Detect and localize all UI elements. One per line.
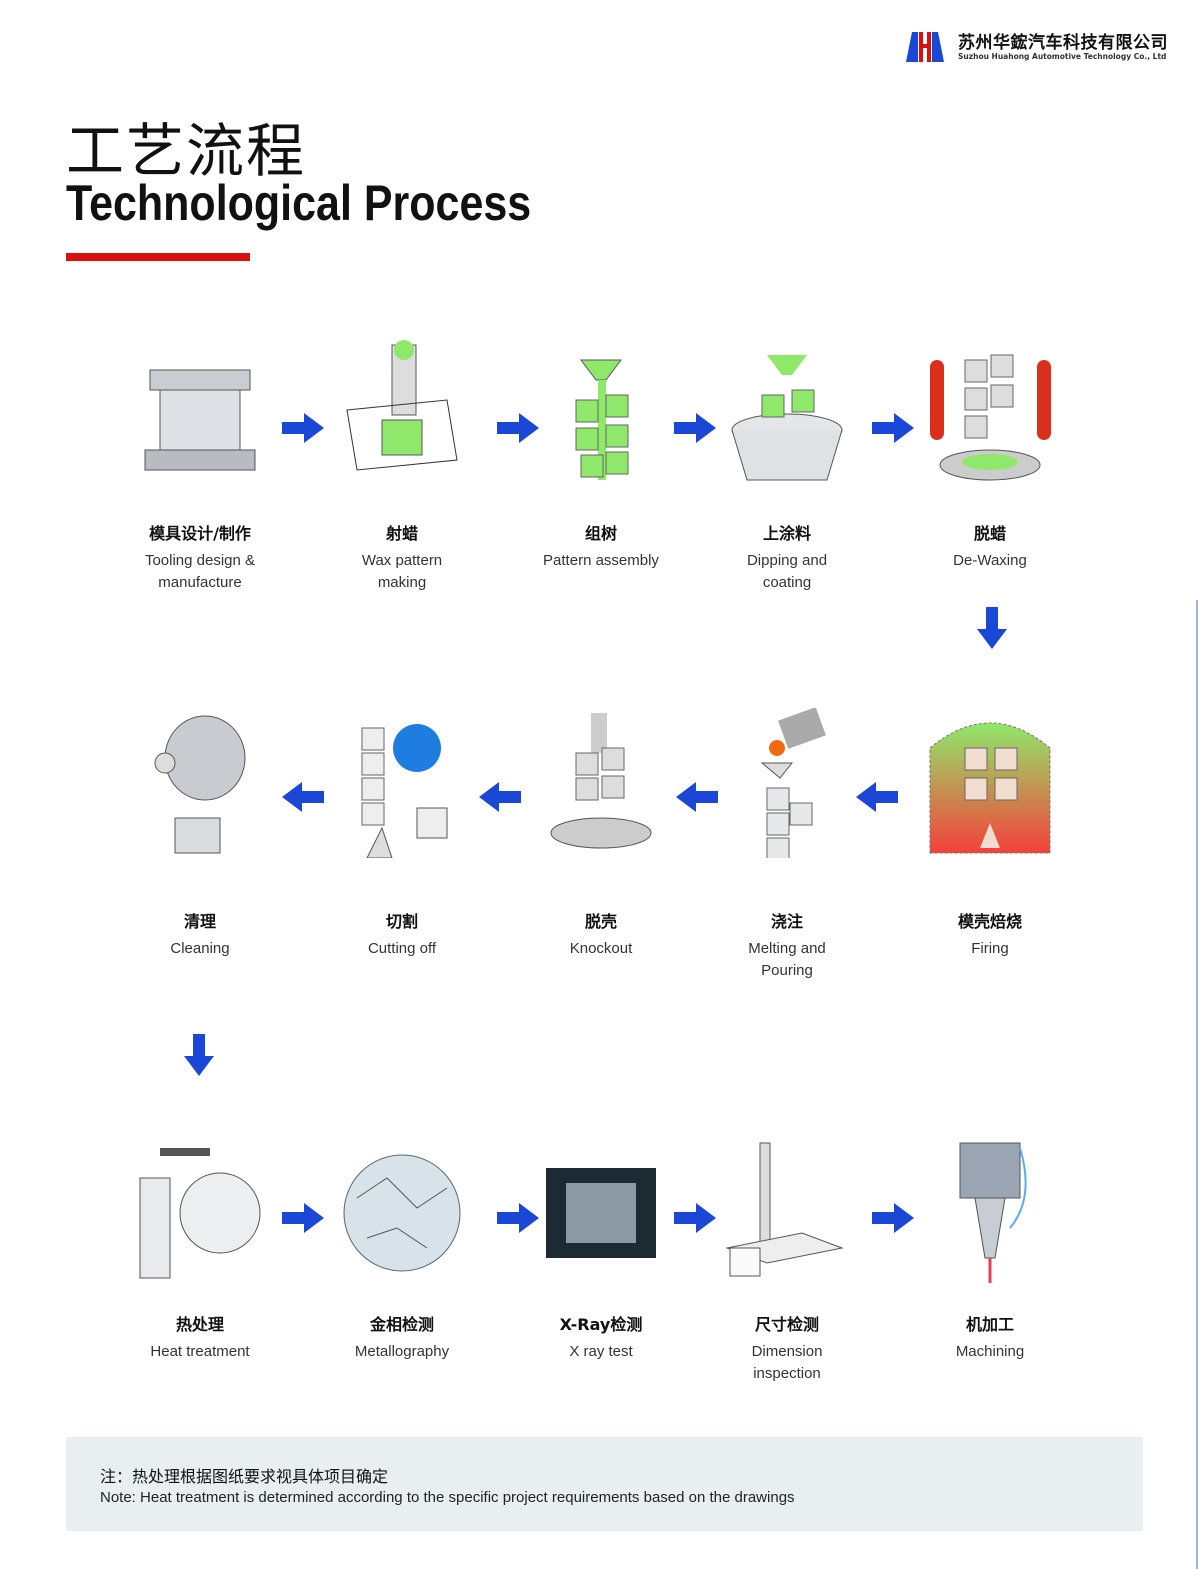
firing-icon <box>925 708 1055 858</box>
cutting-icon <box>337 708 467 859</box>
step-title-en: Dimension inspection <box>751 1343 823 1382</box>
process-step <box>100 1138 300 1288</box>
arrow-icon <box>872 1203 914 1233</box>
dewax-icon <box>925 340 1055 490</box>
process-step <box>501 1138 701 1288</box>
process-step <box>890 708 1090 858</box>
step-title-cn: 热处理 <box>175 1315 224 1334</box>
process-step-label: 组树 Pattern assembly <box>501 500 701 572</box>
step-title-en: Cutting off <box>367 940 437 957</box>
xray-icon <box>536 1138 666 1288</box>
process-step-label: 切割 Cutting off <box>302 888 502 960</box>
pouring-icon <box>722 707 852 861</box>
step-title-cn: 切割 <box>385 912 418 931</box>
arrow-icon <box>674 1203 716 1233</box>
step-title-en: De-Waxing <box>953 552 1027 569</box>
process-step <box>687 1138 887 1288</box>
process-step-label: 模壳焙烧 Firing <box>890 888 1090 960</box>
process-step <box>100 340 300 490</box>
caliper-icon <box>722 1138 852 1288</box>
step-title-cn: X-Ray检测 <box>559 1315 643 1334</box>
step-title-en: Machining <box>955 1343 1025 1360</box>
step-title-en: Cleaning <box>170 940 230 957</box>
process-step-label: 脱蜡 De-Waxing <box>890 500 1090 572</box>
step-title-cn: 金相检测 <box>369 1315 434 1334</box>
process-step <box>302 340 502 490</box>
arrow-icon <box>282 782 324 812</box>
arrow-icon <box>479 782 521 812</box>
process-step <box>100 708 300 858</box>
note-box <box>66 1437 1143 1531</box>
step-title-en: Firing <box>971 940 1009 957</box>
step-title-en: Metallography <box>354 1343 450 1360</box>
arrow-icon <box>674 413 716 443</box>
arrow-icon <box>497 413 539 443</box>
process-step-label: 上涂料 Dipping and coating <box>687 500 887 594</box>
arrow-icon <box>497 1203 539 1233</box>
microscope-sample-icon <box>337 1138 467 1288</box>
process-step <box>501 340 701 490</box>
mold-icon <box>135 340 265 490</box>
arrow-icon <box>282 1203 324 1233</box>
process-step-label: X-Ray检测 X ray test <box>501 1291 701 1363</box>
title-underline <box>66 253 250 261</box>
step-title-cn: 组树 <box>584 524 617 543</box>
process-step <box>501 708 701 858</box>
process-step-label: 射蜡 Wax pattern making <box>302 500 502 594</box>
process-step-label: 机加工 Machining <box>890 1291 1090 1363</box>
page-title-cn: 工艺流程 <box>66 117 307 185</box>
process-step <box>890 1138 1090 1288</box>
process-step <box>687 707 887 861</box>
note-cn: 注：热处理根据图纸要求视具体项目确定 <box>100 1467 389 1486</box>
step-title-en: Tooling design & manufacture <box>144 552 256 591</box>
wax-injection-icon <box>337 340 467 490</box>
process-step-label: 热处理 Heat treatment <box>100 1291 300 1363</box>
company-name-en: Suzhou Huahong Automotive Technology Co.… <box>958 52 1167 61</box>
dipping-icon <box>722 340 852 490</box>
step-title-en: Dipping and coating <box>746 552 828 591</box>
page-title-en: Technological Process <box>66 175 532 231</box>
pattern-tree-icon <box>536 340 666 490</box>
process-step <box>687 340 887 490</box>
furnace-icon <box>135 1138 265 1288</box>
process-step-label: 浇注 Melting and Pouring <box>687 888 887 982</box>
arrow-icon <box>184 1034 214 1076</box>
step-title-cn: 射蜡 <box>385 524 418 543</box>
step-title-cn: 浇注 <box>770 912 803 931</box>
edge-divider <box>1196 600 1198 1569</box>
process-step <box>302 708 502 859</box>
step-title-cn: 脱蜡 <box>973 524 1006 543</box>
process-step <box>890 340 1090 490</box>
process-step-label: 清理 Cleaning <box>100 888 300 960</box>
step-title-cn: 机加工 <box>965 1315 1014 1334</box>
arrow-icon <box>856 782 898 812</box>
step-title-cn: 尺寸检测 <box>754 1315 819 1334</box>
company-name-cn: 苏州华鋐汽车科技有限公司 <box>958 33 1168 53</box>
step-title-en: Knockout <box>569 940 633 957</box>
step-title-en: X ray test <box>569 1343 633 1360</box>
arrow-icon <box>977 607 1007 649</box>
cnc-spindle-icon <box>925 1138 1055 1288</box>
process-step-label: 模具设计/制作 Tooling design & manufacture <box>100 500 300 594</box>
process-step-label: 脱壳 Knockout <box>501 888 701 960</box>
step-title-cn: 上涂料 <box>762 524 811 543</box>
step-title-en: Pattern assembly <box>543 552 659 569</box>
cleaning-icon <box>135 708 265 858</box>
arrow-icon <box>872 413 914 443</box>
process-step-label: 尺寸检测 Dimension inspection <box>687 1291 887 1385</box>
knockout-icon <box>536 708 666 858</box>
step-title-cn: 模具设计/制作 <box>149 524 251 543</box>
arrow-icon <box>282 413 324 443</box>
step-title-en: Wax pattern making <box>361 552 443 591</box>
company-logo <box>904 30 946 62</box>
step-title-en: Heat treatment <box>150 1343 250 1360</box>
process-step-label: 金相检测 Metallography <box>302 1291 502 1363</box>
step-title-en: Melting and Pouring <box>748 940 826 979</box>
step-title-cn: 清理 <box>183 912 216 931</box>
step-title-cn: 脱壳 <box>584 912 617 931</box>
arrow-icon <box>676 782 718 812</box>
process-step <box>302 1138 502 1288</box>
note-en: Note: Heat treatment is determined accor… <box>100 1489 795 1506</box>
step-title-cn: 模壳焙烧 <box>957 912 1022 931</box>
